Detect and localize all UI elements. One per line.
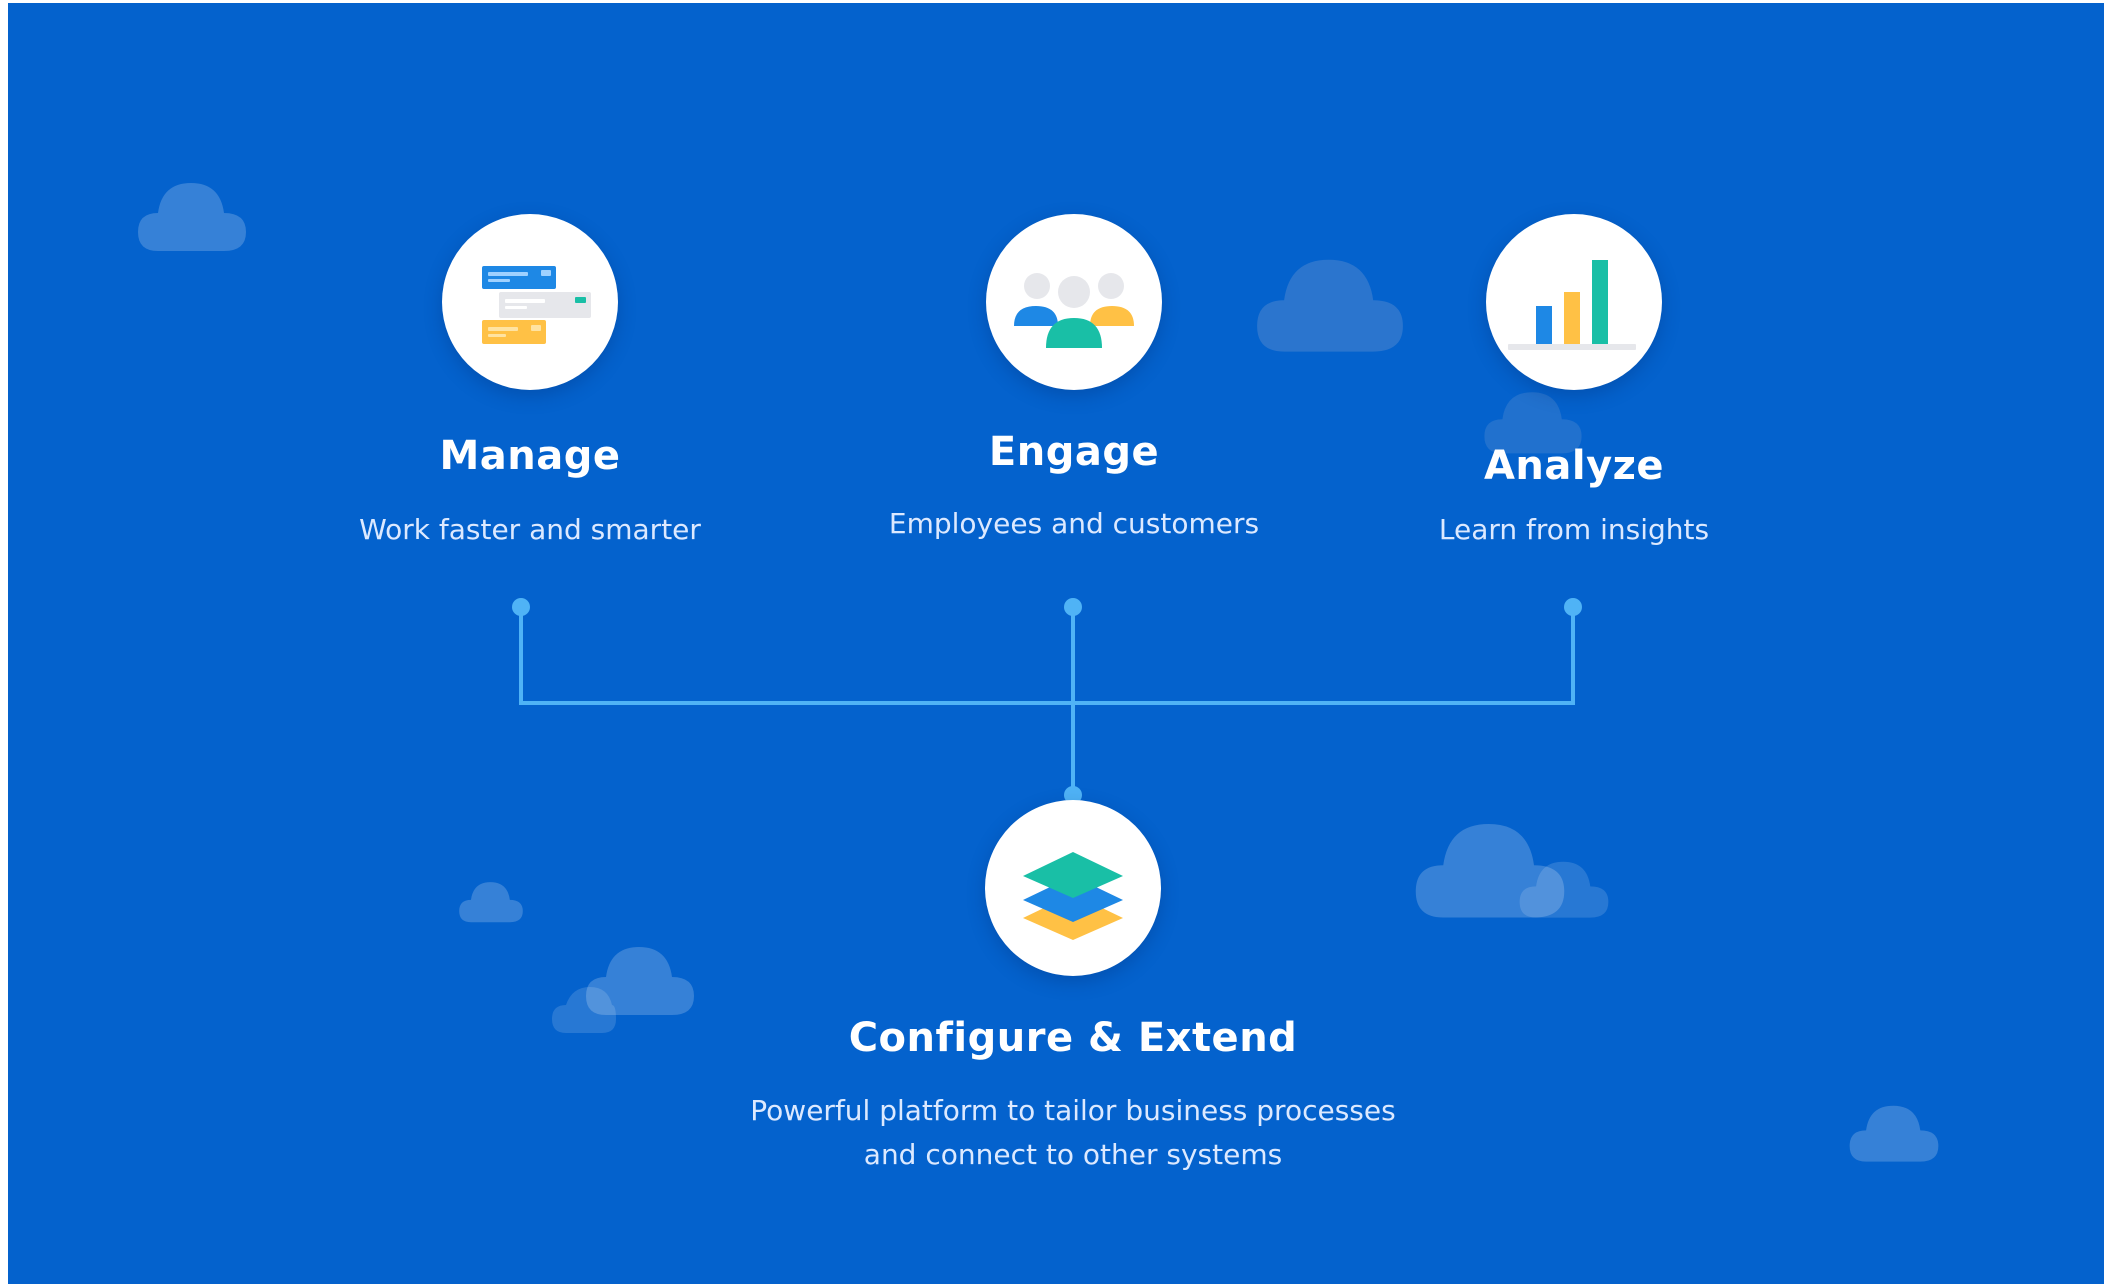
configure-icon-circle xyxy=(985,800,1161,976)
cloud-decoration xyxy=(459,882,523,923)
cloud-decoration xyxy=(1415,824,1565,918)
analyze-title: Analyze xyxy=(1483,443,1665,489)
connector-dot-manage xyxy=(512,598,530,616)
engage-subtitle: Employees and customers xyxy=(888,507,1260,540)
diagram-canvas: Manage Work faster and smarter Engage Em… xyxy=(8,3,2104,1284)
analyze-subtitle: Learn from insights xyxy=(1438,513,1710,546)
connector-dot-configure xyxy=(1064,786,1082,804)
analyze-icon-circle xyxy=(1486,214,1662,390)
configure-subtitle: Powerful platform to tailor business pro… xyxy=(623,1089,1523,1177)
configure-subtitle-line-1: Powerful platform to tailor business pro… xyxy=(750,1094,1396,1127)
cloud-decoration xyxy=(1849,1105,1939,1162)
manage-icon-circle xyxy=(442,214,618,390)
configure-subtitle-line-2: and connect to other systems xyxy=(863,1138,1283,1171)
manage-title: Manage xyxy=(439,433,621,479)
cloud-decoration xyxy=(552,987,616,1033)
cloud-decoration xyxy=(138,183,246,251)
connector-dot-engage xyxy=(1064,598,1082,616)
connector-dot-analyze xyxy=(1564,598,1582,616)
cloud-decoration xyxy=(1519,861,1609,918)
connector-manage xyxy=(519,605,1575,705)
cloud-decoration xyxy=(1257,259,1403,352)
connector-lines xyxy=(512,598,1582,804)
layers-icon xyxy=(1023,852,1123,940)
engage-icon-circle xyxy=(986,214,1162,390)
people-group-icon xyxy=(1014,273,1134,348)
cloud-decoration xyxy=(586,947,694,1015)
engage-title: Engage xyxy=(988,429,1160,475)
manage-subtitle: Work faster and smarter xyxy=(359,513,701,546)
bar-chart-icon xyxy=(1508,260,1636,350)
stacked-cards-icon xyxy=(482,266,591,344)
configure-title: Configure & Extend xyxy=(848,1015,1298,1061)
cloud-decoration xyxy=(1484,392,1582,454)
